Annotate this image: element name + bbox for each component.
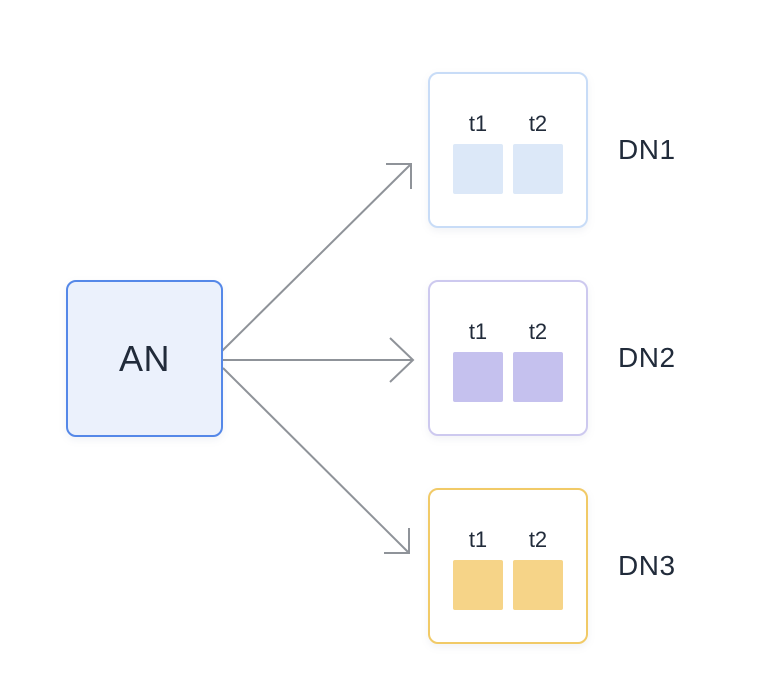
dn3-card: t1 t2 xyxy=(428,488,588,644)
t1-square xyxy=(453,560,503,611)
t2-square xyxy=(513,144,563,195)
table-label-t1: t1 xyxy=(468,111,488,136)
dn1-row: t1 t2 DN1 xyxy=(428,72,676,228)
t1-square xyxy=(453,144,503,195)
t2-square xyxy=(513,560,563,611)
dn2-label: DN2 xyxy=(618,342,676,373)
dn3-row: t1 t2 DN3 xyxy=(428,488,676,644)
an-node: AN xyxy=(66,280,223,437)
table-label-t2: t2 xyxy=(528,111,548,136)
dn2-card: t1 t2 xyxy=(428,280,588,436)
dn2-table-labels: t1 t2 xyxy=(453,319,563,344)
dn3-table-squares xyxy=(453,560,563,611)
an-node-label: AN xyxy=(118,337,170,379)
table-label-t2: t2 xyxy=(528,319,548,344)
dn1-card: t1 t2 xyxy=(428,72,588,228)
arrow-to-dn2 xyxy=(222,337,415,383)
dn3-table-labels: t1 t2 xyxy=(453,527,563,552)
dn1-table-labels: t1 t2 xyxy=(453,111,563,136)
dn2-table-squares xyxy=(453,352,563,403)
arrow-to-dn1 xyxy=(221,163,412,352)
dn1-label: DN1 xyxy=(618,134,676,165)
arrow-to-dn3 xyxy=(222,367,410,554)
table-label-t1: t1 xyxy=(468,527,488,552)
table-label-t1: t1 xyxy=(468,319,488,344)
dn3-label: DN3 xyxy=(618,550,676,581)
table-label-t2: t2 xyxy=(528,527,548,552)
t1-square xyxy=(453,352,503,403)
t2-square xyxy=(513,352,563,403)
dn2-row: t1 t2 DN2 xyxy=(428,280,676,436)
dn1-table-squares xyxy=(453,144,563,195)
